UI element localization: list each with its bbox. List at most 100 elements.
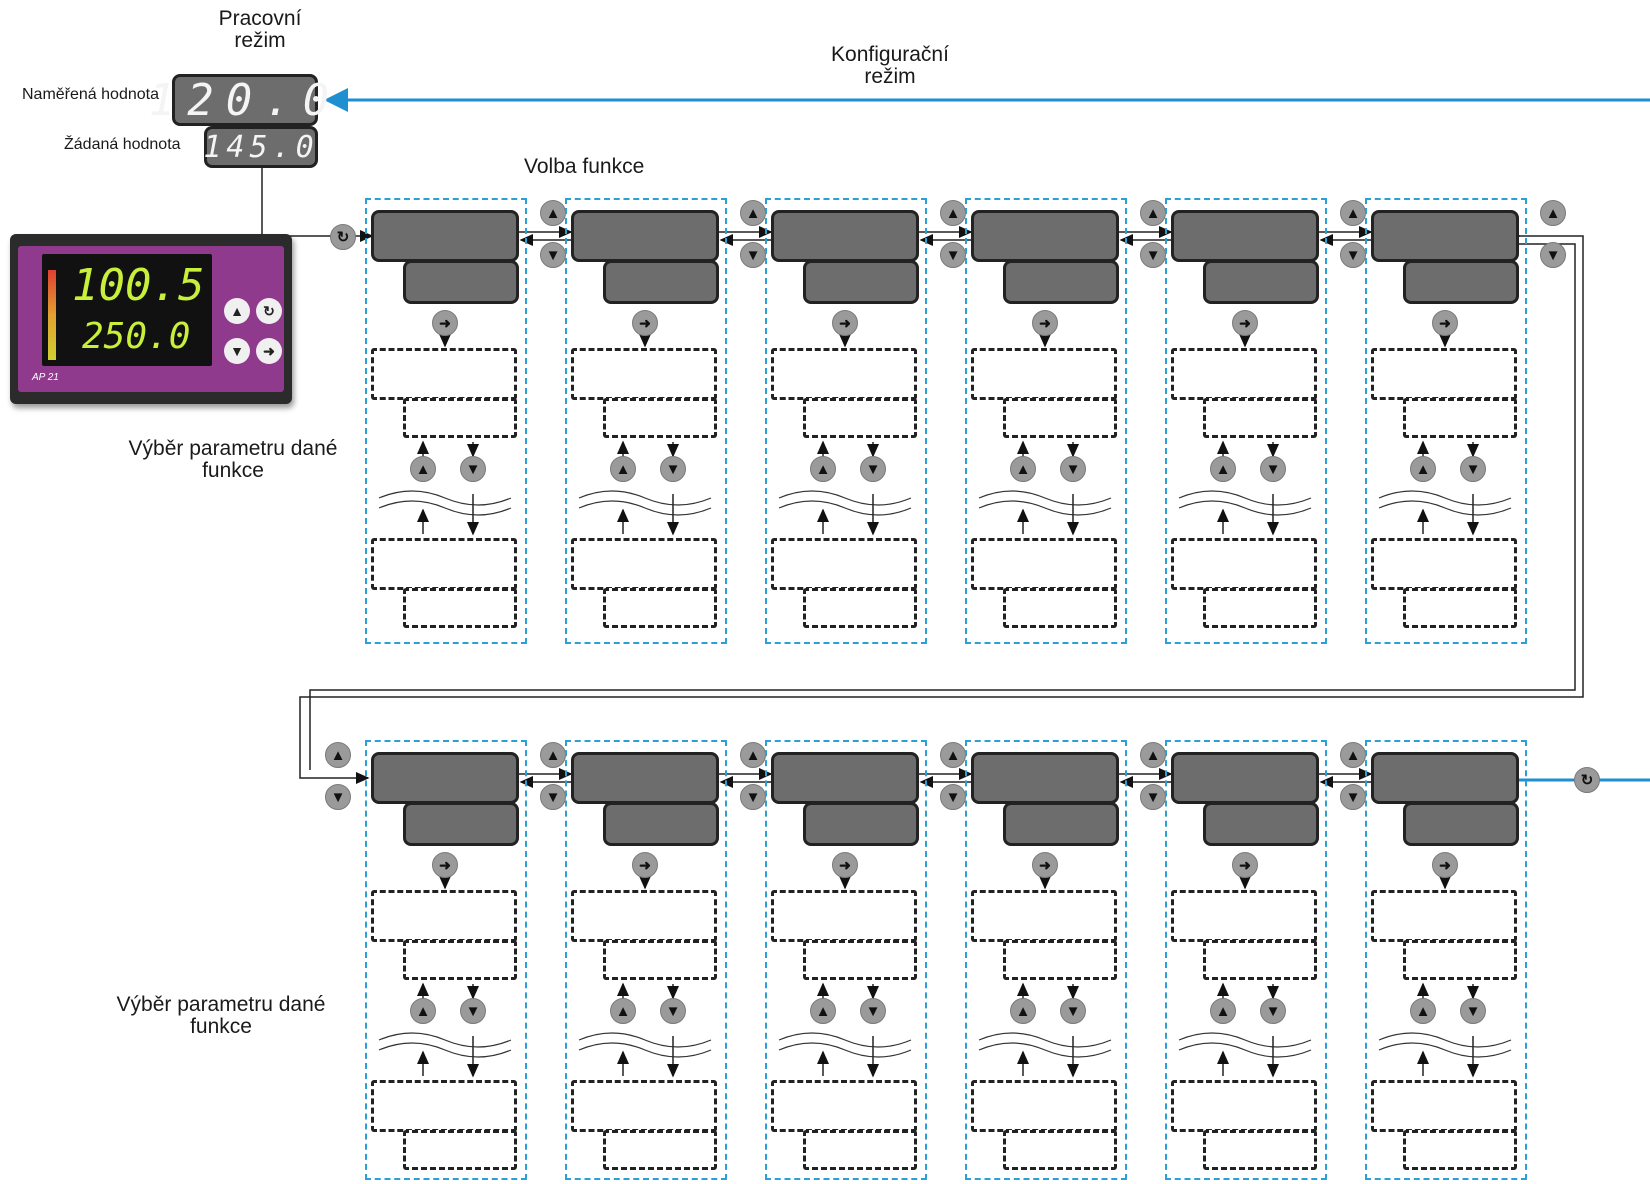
menu-display xyxy=(403,260,519,304)
down-arrow-button-icon: ▼ xyxy=(1260,456,1286,482)
up-arrow-button-icon: ▲ xyxy=(740,742,766,768)
omission-wave xyxy=(1378,1032,1512,1058)
function-code-display xyxy=(371,210,519,262)
down-arrow-button-icon: ▼ xyxy=(940,784,966,810)
function-code-display xyxy=(371,752,519,804)
up-arrow-button-icon: ▲ xyxy=(610,998,636,1024)
down-arrow-button-icon: ▼ xyxy=(1140,784,1166,810)
down-arrow-button-icon: ▼ xyxy=(540,242,566,268)
function-code-display xyxy=(1171,752,1319,804)
down-arrow-button-icon: ▼ xyxy=(460,456,486,482)
parameter-value-box xyxy=(403,398,517,438)
menu-display xyxy=(1403,802,1519,846)
device-value-top: 100.5 xyxy=(72,260,205,311)
omission-wave xyxy=(1178,1032,1312,1058)
device-model-label: AP 21 xyxy=(32,372,59,383)
omission-wave xyxy=(578,490,712,516)
device-reset-icon: ↻ xyxy=(256,298,282,324)
reset-button-icon: ↻ xyxy=(330,224,356,250)
down-arrow-button-icon: ▼ xyxy=(325,784,351,810)
parameter-name-box xyxy=(1371,538,1517,590)
up-arrow-button-icon: ▲ xyxy=(1210,998,1236,1024)
parameter-value-box xyxy=(1403,588,1517,628)
parameter-value-box xyxy=(803,1130,917,1170)
function-code-display xyxy=(571,210,719,262)
measured-value-label: Naměřená hodnota xyxy=(22,86,159,103)
parameter-name-box xyxy=(771,348,917,400)
up-arrow-button-icon: ▲ xyxy=(1210,456,1236,482)
parameter-name-box xyxy=(571,1080,717,1132)
parameter-value-box xyxy=(1003,1130,1117,1170)
menu-display xyxy=(1003,802,1119,846)
menu-display xyxy=(1403,260,1519,304)
parameter-name-box xyxy=(571,348,717,400)
function-code-display xyxy=(971,752,1119,804)
parameter-name-box xyxy=(771,1080,917,1132)
down-arrow-button-icon: ▼ xyxy=(1460,456,1486,482)
parameter-value-box xyxy=(1403,940,1517,980)
up-arrow-button-icon: ▲ xyxy=(410,456,436,482)
omission-wave xyxy=(578,1032,712,1058)
function-code-display xyxy=(971,210,1119,262)
omission-wave xyxy=(778,1032,912,1058)
parameter-value-box xyxy=(1403,1130,1517,1170)
prog-button-icon: ➜ xyxy=(832,852,858,878)
omission-wave xyxy=(978,490,1112,516)
up-arrow-button-icon: ▲ xyxy=(325,742,351,768)
parameter-value-box xyxy=(403,940,517,980)
down-arrow-button-icon: ▼ xyxy=(460,998,486,1024)
omission-wave xyxy=(1178,490,1312,516)
parameter-value-box xyxy=(1403,398,1517,438)
function-group-r1-5 xyxy=(1365,198,1527,644)
up-arrow-button-icon: ▲ xyxy=(1010,998,1036,1024)
parameter-value-box xyxy=(1003,588,1117,628)
parameter-name-box xyxy=(1371,1080,1517,1132)
device-prog-icon: ➜ xyxy=(256,338,282,364)
up-arrow-button-icon: ▲ xyxy=(1340,742,1366,768)
parameter-value-box xyxy=(803,588,917,628)
parameter-name-box xyxy=(1371,348,1517,400)
function-code-display xyxy=(1371,210,1519,262)
down-arrow-button-icon: ▼ xyxy=(540,784,566,810)
up-arrow-button-icon: ▲ xyxy=(1410,456,1436,482)
menu-display xyxy=(803,260,919,304)
parameter-name-box xyxy=(1171,348,1317,400)
function-code-display xyxy=(1371,752,1519,804)
parameter-value-box xyxy=(1203,588,1317,628)
up-arrow-button-icon: ▲ xyxy=(810,456,836,482)
parameter-name-box xyxy=(371,538,517,590)
parameter-value-box xyxy=(603,940,717,980)
menu-display xyxy=(1003,260,1119,304)
function-code-display xyxy=(771,752,919,804)
parameter-name-box xyxy=(771,538,917,590)
function-group-r2-1 xyxy=(565,740,727,1180)
parameter-value-box xyxy=(403,1130,517,1170)
param-select-label-2: Výběr parametru dané funkce xyxy=(116,993,326,1038)
up-arrow-button-icon: ▲ xyxy=(540,742,566,768)
omission-wave xyxy=(978,1032,1112,1058)
up-arrow-button-icon: ▲ xyxy=(610,456,636,482)
menu-display xyxy=(1203,802,1319,846)
up-arrow-button-icon: ▲ xyxy=(410,998,436,1024)
parameter-value-box xyxy=(1003,940,1117,980)
parameter-value-box xyxy=(1203,940,1317,980)
parameter-name-box xyxy=(971,538,1117,590)
down-arrow-button-icon: ▼ xyxy=(740,242,766,268)
parameter-value-box xyxy=(603,398,717,438)
working-mode-label: Pracovní režim xyxy=(218,7,302,52)
up-arrow-button-icon: ▲ xyxy=(740,200,766,226)
set-value-display: 145.0 xyxy=(203,126,318,168)
menu-display xyxy=(803,802,919,846)
down-arrow-button-icon: ▼ xyxy=(860,456,886,482)
function-group-r1-0 xyxy=(365,198,527,644)
parameter-name-box xyxy=(371,1080,517,1132)
prog-button-icon: ➜ xyxy=(1232,852,1258,878)
function-group-r2-2 xyxy=(765,740,927,1180)
down-arrow-button-icon: ▼ xyxy=(660,998,686,1024)
function-code-display xyxy=(571,752,719,804)
parameter-name-box xyxy=(1371,890,1517,942)
down-arrow-button-icon: ▼ xyxy=(740,784,766,810)
function-group-r1-1 xyxy=(565,198,727,644)
function-group-r1-4 xyxy=(1165,198,1327,644)
up-arrow-button-icon: ▲ xyxy=(810,998,836,1024)
